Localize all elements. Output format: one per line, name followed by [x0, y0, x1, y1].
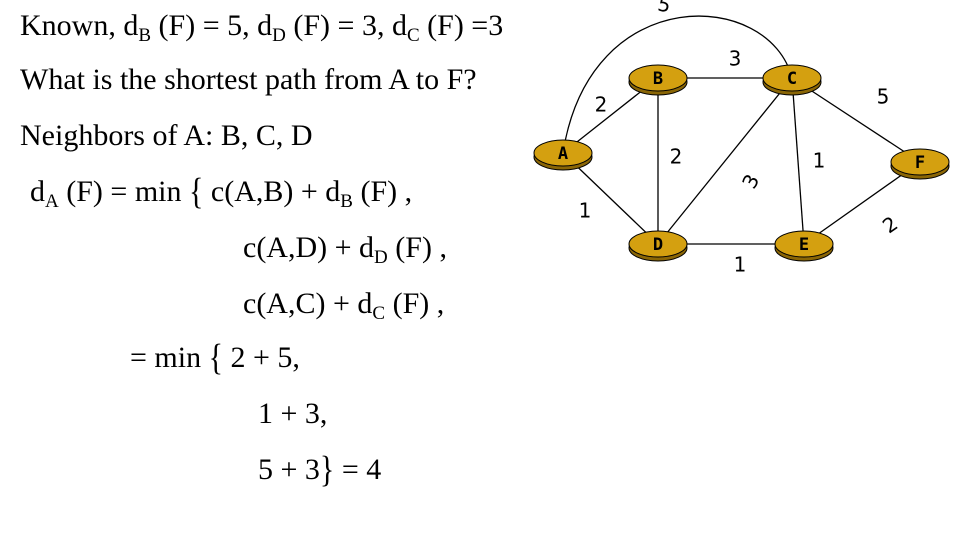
line-min-eval: = min { 2 + 5,: [130, 336, 300, 378]
node-label-a: A: [558, 144, 568, 164]
node-top-b: [628, 64, 688, 92]
edge-c-f: [791, 77, 921, 163]
edge-weight-a-b: 2: [595, 93, 608, 117]
line-question: What is the shortest path from A to F?: [20, 63, 477, 96]
edge-weight-a-d: 1: [579, 199, 592, 223]
node-label-f: F: [915, 153, 925, 173]
graph-edges: [562, 15, 921, 245]
edge-weight-b-d: 2: [670, 145, 683, 169]
node-label-d: D: [653, 235, 663, 255]
node-e: E: [774, 230, 834, 262]
line-sum-d: 1 + 3,: [258, 397, 328, 430]
node-top-a: [533, 139, 593, 167]
node-top-f: [890, 148, 950, 176]
line-neighbors: Neighbors of A: B, C, D: [20, 119, 313, 152]
node-f: F: [890, 148, 950, 180]
edge-weight-b-c: 3: [729, 47, 742, 71]
node-b: B: [628, 64, 688, 96]
node-top-d: [628, 230, 688, 258]
node-top-c: [762, 64, 822, 92]
line-known: Known, dB (F) = 5, dD (F) = 3, dC (F) =3: [20, 9, 504, 46]
node-c: C: [762, 64, 822, 96]
edge-weight-d-e: 1: [734, 253, 747, 277]
edge-weight-c-d: 3: [737, 170, 764, 193]
node-label-c: C: [787, 69, 797, 89]
line-sum-c-result: 5 + 3} = 4: [258, 448, 382, 490]
node-label-e: E: [799, 235, 809, 255]
line-cac: c(A,C) + dC (F) ,: [243, 287, 445, 324]
edge-weight-c-e: 1: [813, 149, 826, 173]
graph-nodes: A B C D E F: [533, 64, 950, 262]
edge-weight-c-f: 5: [877, 85, 890, 109]
edge-weight-e-f: 2: [878, 211, 902, 238]
line-da-formula: dA (F) = min { c(A,B) + dB (F) ,: [30, 170, 413, 212]
node-d: D: [628, 230, 688, 262]
graph-edge-weights: 2 1 5 3 2 3 1 5 1 2: [579, 0, 903, 277]
node-top-e: [774, 230, 834, 258]
edge-a-c: [562, 15, 793, 154]
line-cad: c(A,D) + dD (F) ,: [243, 231, 447, 268]
edge-c-e: [791, 77, 805, 245]
node-a: A: [533, 139, 593, 171]
edge-c-d: [657, 77, 793, 245]
node-label-b: B: [653, 69, 663, 89]
edge-weight-a-c: 5: [656, 0, 673, 17]
